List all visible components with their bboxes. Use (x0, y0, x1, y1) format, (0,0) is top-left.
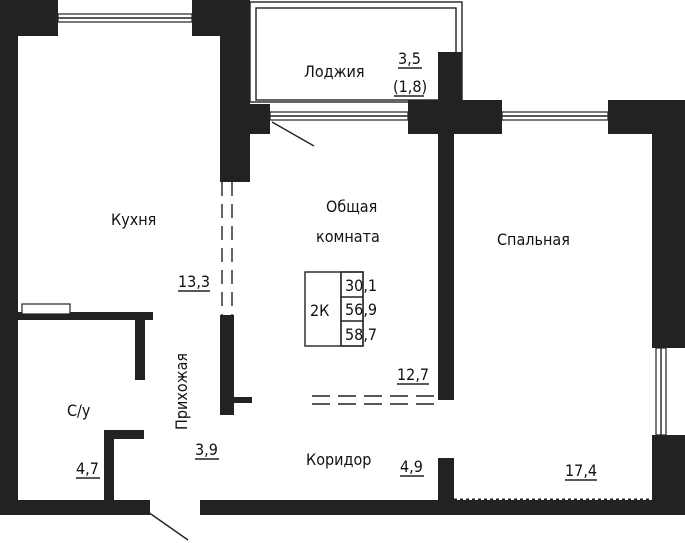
loggia-outline (249, 1, 463, 103)
windows (21, 13, 667, 436)
kitchen-area: 13,3 (178, 272, 210, 291)
doors (147, 121, 652, 541)
living-area-total: 30,1 (345, 276, 377, 295)
corridor-area: 4,9 (400, 457, 423, 476)
hallway-name: Прихожая (172, 353, 191, 430)
apartment-type: 2К (310, 301, 329, 320)
bedroom-name: Спальная (497, 230, 570, 249)
bathroom-name: С/у (67, 401, 91, 420)
living-name-line1: Общая (326, 197, 377, 216)
corridor-name: Коридор (306, 450, 371, 469)
living-name-line2: комната (316, 227, 380, 246)
loggia-area-reduced: (1,8) (393, 77, 427, 96)
bathroom-area: 4,7 (76, 459, 99, 478)
area-summary-box: 2К 30,1 56,9 58,7 (304, 271, 377, 347)
kitchen-name: Кухня (111, 210, 156, 229)
total-area: 56,9 (345, 300, 377, 319)
hallway-area: 3,9 (195, 440, 218, 459)
living-area: 12,7 (397, 365, 429, 384)
loggia-name: Лоджия (304, 62, 365, 81)
loggia-area: 3,5 (398, 49, 421, 68)
total-area-with-loggia: 58,7 (345, 325, 377, 344)
walls (0, 0, 685, 515)
bedroom-area: 17,4 (565, 461, 597, 480)
